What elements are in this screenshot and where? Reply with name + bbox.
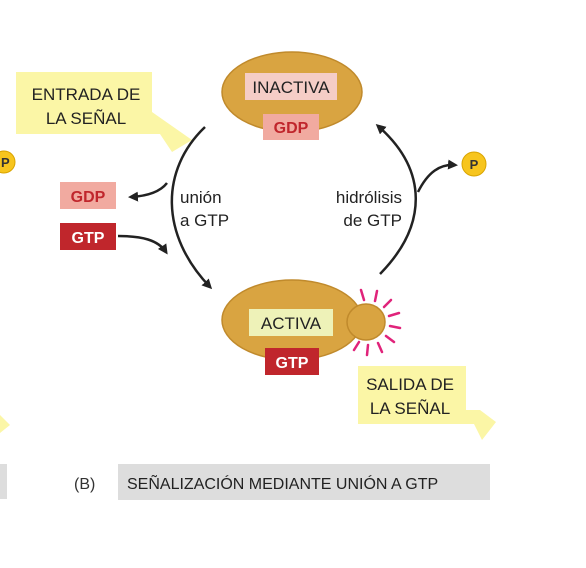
- phosphate-left-partial: [0, 150, 16, 174]
- caption-box: [118, 464, 490, 500]
- phosphate-left-label: P: [1, 155, 10, 170]
- hydrolysis-line1: hidrólisis: [336, 188, 402, 207]
- signal-ray: [384, 334, 396, 344]
- phosphate-icon: [461, 151, 487, 177]
- signal-ray: [359, 288, 366, 302]
- output-signal-line1: SALIDA DE: [366, 375, 454, 394]
- hydrolysis-line2: de GTP: [343, 211, 402, 230]
- entering-gtp-box: [60, 223, 116, 250]
- signal-ray: [382, 298, 393, 309]
- signal-ray: [373, 289, 379, 303]
- entering-gtp-label: GTP: [72, 230, 105, 247]
- input-signal-line2: LA SEÑAL: [46, 109, 126, 128]
- signal-ray: [387, 311, 401, 318]
- released-gdp-label: GDP: [71, 189, 106, 206]
- binding-arc-arrow: [170, 126, 213, 290]
- inactive-protein: INACTIVA GDP: [221, 51, 363, 140]
- signal-ray: [388, 324, 402, 330]
- phosphate-label: P: [470, 157, 479, 172]
- inactive-label: INACTIVA: [252, 78, 330, 97]
- gtp-entry-arrow: [117, 234, 168, 255]
- phosphate-release-arrow: [416, 159, 458, 193]
- inactive-gdp-label: GDP: [274, 120, 309, 137]
- binding-line2: a GTP: [180, 211, 229, 230]
- output-signal-callout: SALIDA DE LA SEÑAL: [358, 366, 496, 440]
- hydrolysis-arc-arrow: [375, 124, 417, 275]
- signal-ray: [352, 340, 361, 352]
- active-protein: ACTIVA GTP: [221, 279, 386, 375]
- input-signal-callout: ENTRADA DE LA SEÑAL: [16, 72, 192, 152]
- gdp-release-arrow: [128, 182, 168, 202]
- left-caption-partial: [0, 464, 7, 499]
- active-gtp-box: [265, 348, 319, 375]
- output-signal-line2: LA SEÑAL: [370, 399, 450, 418]
- input-signal-box: [16, 72, 192, 152]
- caption-text: SEÑALIZACIÓN MEDIANTE UNIÓN A GTP: [127, 473, 438, 493]
- signal-ray: [376, 341, 384, 354]
- inactive-label-box: [245, 73, 337, 100]
- left-signal-arrow-partial: [0, 415, 10, 433]
- output-signal-box: [358, 366, 496, 440]
- active-gtp-label: GTP: [276, 355, 309, 372]
- signal-rays: [352, 288, 402, 357]
- inactive-gdp-box: [263, 114, 319, 140]
- caption-panel-label: (B): [74, 476, 95, 493]
- active-label-box: [249, 309, 333, 336]
- active-protein-knob: [346, 303, 386, 341]
- released-gdp-box: [60, 182, 116, 209]
- signal-ray: [365, 343, 370, 357]
- active-label: ACTIVA: [261, 314, 322, 333]
- input-signal-line1: ENTRADA DE: [32, 85, 141, 104]
- binding-line1: unión: [180, 188, 222, 207]
